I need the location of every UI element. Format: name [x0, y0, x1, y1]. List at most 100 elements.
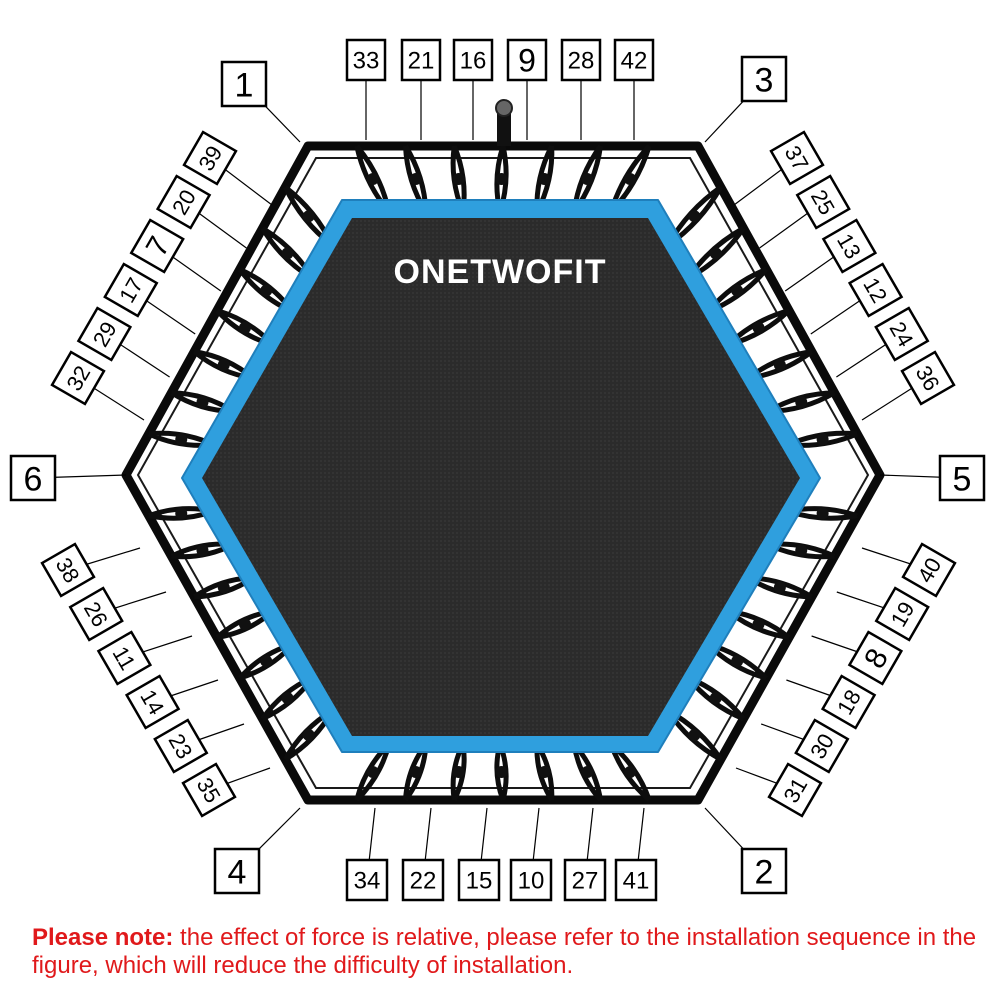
lower-left-label-14: 14 — [124, 674, 181, 730]
note-text: the effect of force is relative, please … — [32, 924, 977, 979]
top-handle — [495, 99, 513, 146]
bungee-ball — [302, 210, 315, 223]
note-prefix: Please note: — [32, 924, 174, 951]
label-box — [96, 630, 153, 686]
label-box — [76, 306, 133, 362]
label-box — [740, 847, 788, 895]
upper-left-label-7: 7 — [129, 218, 185, 274]
bungee-ball — [816, 433, 829, 446]
bungee-ball — [795, 396, 808, 409]
label-box — [345, 38, 387, 82]
label-box — [124, 674, 181, 730]
label-text: 34 — [354, 868, 381, 895]
upper-left-label-29: 29 — [76, 306, 133, 362]
label-box — [560, 38, 602, 82]
lower-left-label-26: 26 — [68, 586, 124, 642]
lower-right-label-40: 40 — [901, 542, 957, 598]
bottom-label-10: 10 — [509, 858, 553, 902]
bungee-ball — [452, 173, 465, 185]
label-text: 3 — [755, 61, 774, 99]
corner-label-3: 3 — [740, 55, 788, 103]
label-box — [563, 858, 607, 902]
bungee-ball — [175, 507, 188, 520]
label-box — [900, 350, 956, 406]
lower-right-label-19: 19 — [874, 586, 930, 642]
top-label-16: 16 — [452, 38, 494, 82]
label-text: 15 — [466, 868, 493, 895]
bungee-ball — [709, 247, 722, 260]
bungee-ball — [688, 729, 701, 742]
bungee-ball — [239, 618, 251, 631]
bungee-ball — [217, 358, 230, 371]
corner-label-2: 2 — [740, 847, 788, 895]
upper-right-label-12: 12 — [847, 262, 904, 318]
bungee-ball — [452, 766, 465, 778]
lower-left-label-23: 23 — [153, 718, 209, 774]
upper-left-label-20: 20 — [155, 174, 212, 230]
label-text: 9 — [518, 43, 536, 79]
bungee-ball — [688, 210, 701, 223]
label-text: 33 — [353, 48, 380, 75]
label-text: 1 — [235, 66, 254, 104]
bottom-label-22: 22 — [401, 858, 445, 902]
label-box — [769, 130, 825, 186]
label-text: 16 — [460, 48, 487, 75]
label-box — [847, 262, 904, 318]
bottom-label-34: 34 — [345, 858, 389, 902]
label-box — [452, 38, 494, 82]
top-label-9: 9 — [506, 38, 548, 82]
label-text: 22 — [410, 868, 437, 895]
label-box — [181, 762, 237, 818]
label-box — [740, 55, 788, 103]
bottom-label-27: 27 — [563, 858, 607, 902]
upper-right-label-37: 37 — [769, 130, 825, 186]
lower-right-label-31: 31 — [767, 762, 823, 818]
bungee-ball — [196, 544, 209, 557]
label-box — [874, 306, 930, 362]
bungee-ball — [281, 247, 294, 260]
jumping-mat — [202, 218, 800, 736]
top-label-21: 21 — [400, 38, 442, 82]
bungee-ball — [260, 284, 273, 297]
label-box — [847, 630, 904, 686]
label-box — [767, 762, 823, 818]
bungee-ball — [281, 692, 294, 705]
bungee-ball — [795, 544, 808, 557]
upper-right-label-24: 24 — [874, 306, 930, 362]
label-box — [820, 674, 877, 730]
bungee-ball — [409, 173, 422, 185]
label-box — [614, 858, 658, 902]
label-box — [182, 130, 238, 186]
upper-right-label-13: 13 — [821, 218, 878, 274]
label-box — [153, 718, 209, 774]
label-text: 42 — [621, 48, 648, 75]
bungee-ball — [239, 321, 251, 334]
label-box — [613, 38, 655, 82]
label-box — [345, 858, 389, 902]
bungee-ball — [175, 433, 188, 446]
bungee-ball — [624, 766, 637, 778]
label-box — [220, 60, 268, 108]
corner-label-6: 6 — [9, 454, 57, 502]
label-box — [213, 847, 261, 895]
label-box — [457, 858, 501, 902]
label-text: 27 — [572, 868, 599, 895]
lower-right-label-30: 30 — [794, 718, 850, 774]
label-text: 5 — [953, 460, 972, 498]
label-box — [40, 542, 96, 598]
top-label-28: 28 — [560, 38, 602, 82]
label-box — [509, 858, 553, 902]
bungee-ball — [495, 173, 508, 185]
label-box — [401, 858, 445, 902]
installation-note: Please note: the effect of force is rela… — [32, 924, 982, 980]
bungee-ball — [581, 766, 594, 778]
lower-left-label-11: 11 — [96, 630, 153, 686]
label-box — [9, 454, 57, 502]
bungee-ball — [495, 766, 508, 778]
label-box — [155, 174, 212, 230]
trampoline-frame-inner — [136, 157, 870, 789]
label-box — [506, 38, 548, 82]
label-box — [129, 218, 185, 274]
bungee-ball — [773, 358, 786, 371]
bungee-ball — [752, 321, 765, 334]
